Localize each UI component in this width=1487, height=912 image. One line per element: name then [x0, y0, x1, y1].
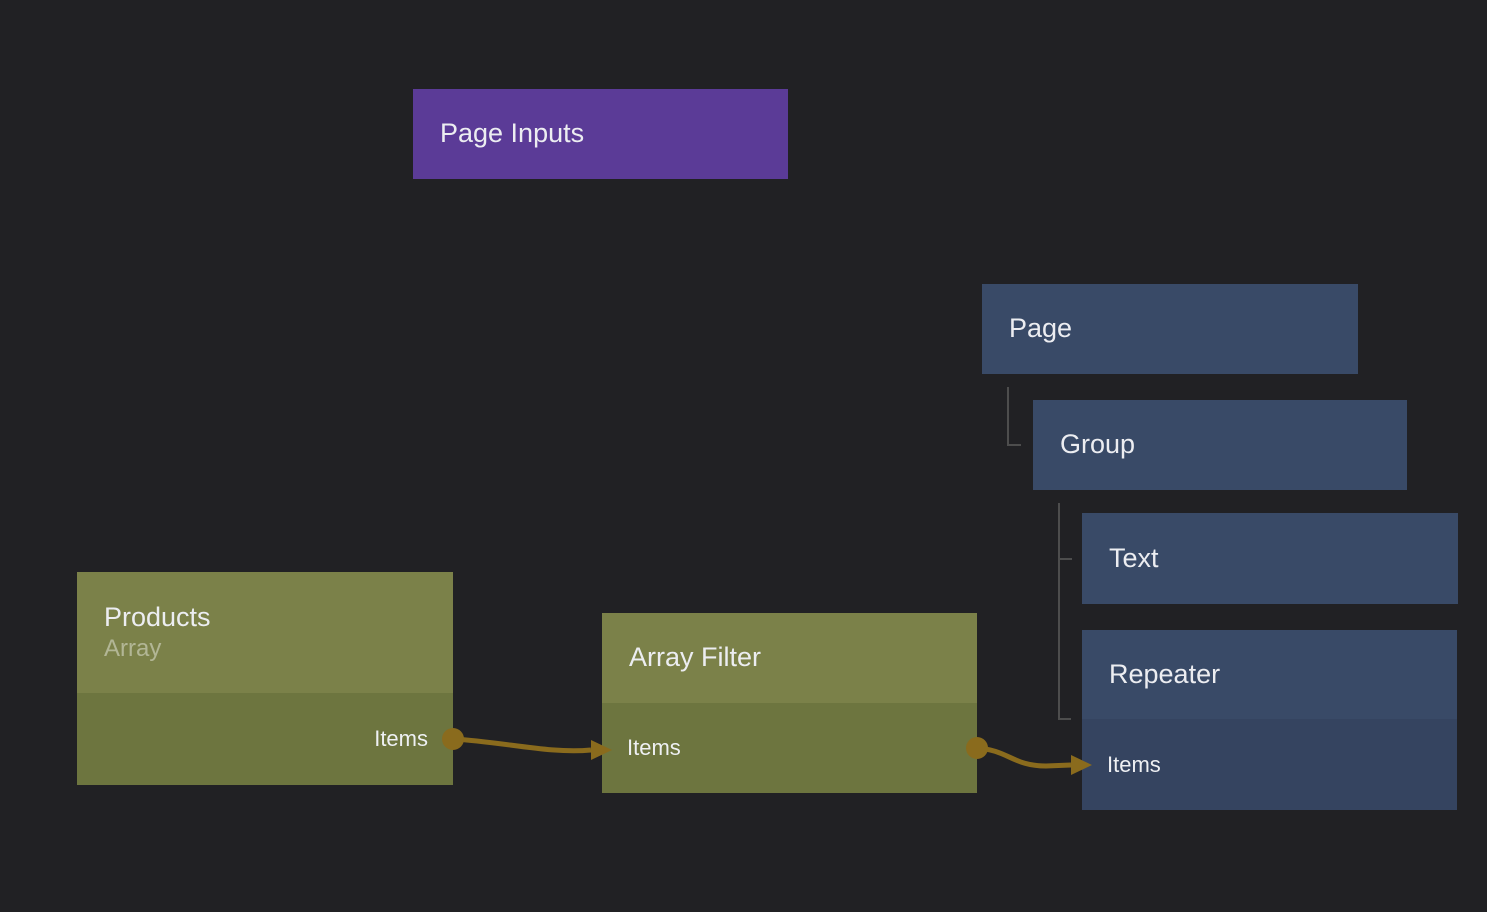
node-title: Page Inputs	[440, 118, 585, 149]
node-array-filter[interactable]: Array Filter Items	[602, 613, 977, 793]
node-products-header: Products Array	[77, 572, 453, 693]
node-subtitle: Array	[104, 634, 162, 662]
node-products[interactable]: Products Array Items	[77, 572, 453, 785]
node-page[interactable]: Page	[982, 284, 1358, 374]
port-repeater-items-input[interactable]: Items	[1082, 719, 1457, 810]
wire-array-filter-to-repeater[interactable]	[976, 745, 1072, 769]
node-page-inputs[interactable]: Page Inputs	[413, 89, 788, 179]
tree-line-page-group	[1007, 387, 1021, 446]
node-text[interactable]: Text	[1082, 513, 1458, 604]
wire-products-to-array-filter[interactable]	[452, 736, 592, 754]
node-title: Array Filter	[629, 642, 762, 673]
node-page-inputs-header: Page Inputs	[413, 89, 788, 179]
node-page-header: Page	[982, 284, 1358, 374]
node-group-header: Group	[1033, 400, 1407, 490]
port-array-filter-items[interactable]: Items	[602, 703, 977, 793]
node-title: Repeater	[1109, 658, 1221, 689]
tree-line-group-repeater	[1058, 503, 1071, 720]
node-title: Group	[1060, 429, 1136, 460]
port-products-items-output[interactable]: Items	[77, 693, 453, 785]
node-repeater-header: Repeater	[1082, 630, 1457, 719]
node-title: Page	[1009, 313, 1073, 344]
node-title: Products	[104, 602, 211, 633]
node-text-header: Text	[1082, 513, 1458, 604]
node-repeater[interactable]: Repeater Items	[1082, 630, 1457, 810]
port-label: Items	[374, 726, 428, 751]
port-label: Items	[1107, 751, 1161, 777]
node-title: Text	[1109, 542, 1159, 573]
node-group[interactable]: Group	[1033, 400, 1407, 490]
port-label: Items	[627, 735, 681, 760]
node-array-filter-header: Array Filter	[602, 613, 977, 703]
